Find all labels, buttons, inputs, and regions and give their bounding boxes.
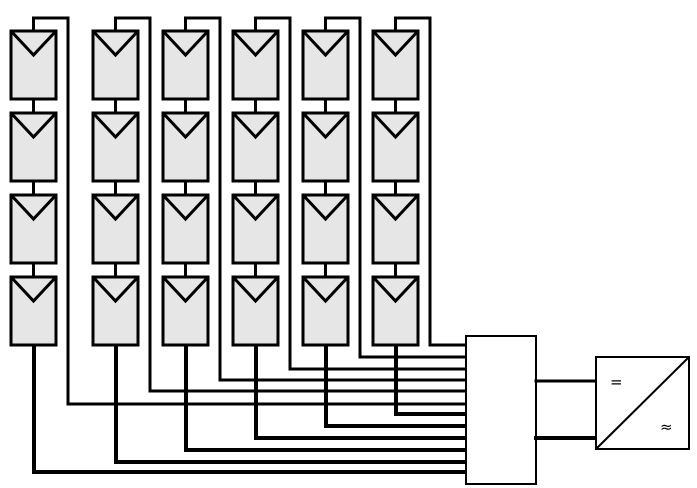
panel-frame xyxy=(301,275,350,347)
panel-string xyxy=(161,29,210,347)
panel-symbol xyxy=(161,193,210,222)
panel-frame xyxy=(231,275,280,347)
solar-panel xyxy=(231,193,280,265)
panel-string xyxy=(301,29,350,347)
solar-panel xyxy=(161,111,210,183)
solar-panel xyxy=(161,29,210,101)
panel-frame xyxy=(371,193,420,265)
solar-panel xyxy=(9,275,58,347)
panel-frame xyxy=(301,111,350,183)
positive-wire xyxy=(254,16,468,371)
panel-symbol xyxy=(231,193,280,222)
panel-frame xyxy=(9,111,58,183)
panel-string xyxy=(91,29,140,347)
panel-frame xyxy=(161,193,210,265)
negative-wire xyxy=(32,343,468,474)
negative-wires xyxy=(32,343,468,474)
panel-symbol xyxy=(9,193,58,222)
panel-frame xyxy=(371,29,420,101)
panel-symbol xyxy=(9,111,58,140)
panel-symbol xyxy=(161,275,210,304)
panel-frame xyxy=(301,29,350,101)
solar-panel xyxy=(371,111,420,183)
solar-panel xyxy=(9,111,58,183)
inverter: = ≈ xyxy=(595,356,690,450)
panel-symbol xyxy=(231,275,280,304)
panel-string xyxy=(9,29,58,347)
panel-symbol xyxy=(301,111,350,140)
negative-wire xyxy=(254,343,468,440)
panel-string xyxy=(371,29,420,347)
panel-symbol xyxy=(161,111,210,140)
negative-wire xyxy=(114,343,468,464)
panel-symbol xyxy=(301,193,350,222)
panel-string xyxy=(231,29,280,347)
positive-wire xyxy=(32,16,468,406)
solar-panel xyxy=(9,29,58,101)
panel-symbol xyxy=(301,275,350,304)
solar-panel xyxy=(371,29,420,101)
solar-panel xyxy=(371,275,420,347)
panel-frame xyxy=(91,29,140,101)
solar-panel xyxy=(301,29,350,101)
panel-symbol xyxy=(91,29,140,58)
negative-wire xyxy=(184,343,468,452)
positive-wires xyxy=(32,16,468,406)
panel-frame xyxy=(371,275,420,347)
combiner-box-body xyxy=(465,335,537,485)
panel-frame xyxy=(9,193,58,265)
panel-frame xyxy=(231,111,280,183)
solar-panel xyxy=(9,193,58,265)
solar-panel xyxy=(91,275,140,347)
solar-panel xyxy=(231,29,280,101)
panel-symbol xyxy=(9,275,58,304)
panel-symbol xyxy=(371,193,420,222)
solar-panel xyxy=(301,111,350,183)
panel-frame xyxy=(231,29,280,101)
panel-symbol xyxy=(231,29,280,58)
panel-symbol xyxy=(301,29,350,58)
solar-panel xyxy=(161,193,210,265)
panel-symbol xyxy=(91,193,140,222)
panel-frame xyxy=(371,111,420,183)
panel-frame xyxy=(231,193,280,265)
panel-frame xyxy=(9,275,58,347)
panel-symbol xyxy=(161,29,210,58)
panel-frame xyxy=(161,29,210,101)
panel-frame xyxy=(161,275,210,347)
panel-frame xyxy=(91,193,140,265)
solar-panel xyxy=(91,111,140,183)
solar-panel xyxy=(301,193,350,265)
panel-symbol xyxy=(91,111,140,140)
panel-frame xyxy=(91,111,140,183)
positive-wire xyxy=(184,16,468,382)
inverter-diagonal xyxy=(595,356,690,450)
combiner-box xyxy=(465,335,537,485)
panel-symbol xyxy=(9,29,58,58)
ac-symbol: ≈ xyxy=(660,418,673,436)
panel-symbol xyxy=(371,29,420,58)
dc-symbol: = xyxy=(610,373,623,391)
negative-wire xyxy=(324,343,468,428)
panel-symbol xyxy=(231,111,280,140)
solar-panel xyxy=(161,275,210,347)
panel-symbol xyxy=(371,275,420,304)
positive-wire xyxy=(394,16,468,347)
solar-panel xyxy=(231,111,280,183)
solar-panel xyxy=(301,275,350,347)
panel-frame xyxy=(301,193,350,265)
solar-panel xyxy=(91,193,140,265)
solar-panel xyxy=(231,275,280,347)
panel-frame xyxy=(91,275,140,347)
solar-panel-array xyxy=(9,29,420,347)
panel-symbol xyxy=(91,275,140,304)
panel-symbol xyxy=(371,111,420,140)
combiner-to-inverter-wires xyxy=(534,379,598,440)
solar-panel xyxy=(371,193,420,265)
solar-panel xyxy=(91,29,140,101)
negative-wire xyxy=(394,343,468,416)
panel-frame xyxy=(161,111,210,183)
panel-frame xyxy=(9,29,58,101)
